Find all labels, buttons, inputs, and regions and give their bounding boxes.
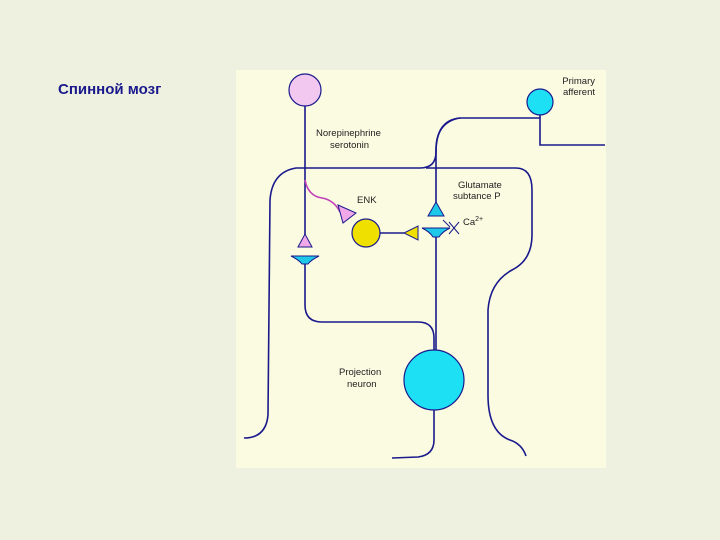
label-primary-2: afferent bbox=[563, 87, 595, 98]
norepinephrine-serotonin-neuron bbox=[288, 73, 322, 107]
calcium-block-2 bbox=[448, 221, 460, 235]
enk-neuron bbox=[351, 218, 381, 248]
label-norepinephrine: Norepinephrine bbox=[316, 128, 381, 139]
spinal-cord-outline-right bbox=[426, 167, 533, 457]
projection-neuron bbox=[403, 349, 465, 411]
label-enk: ENK bbox=[357, 195, 377, 206]
primary-afferent-neuron bbox=[526, 88, 554, 116]
descending-fiber-branch bbox=[304, 179, 341, 213]
norepinephrine-terminal-enk bbox=[337, 204, 357, 224]
label-substance-p: subtance P bbox=[453, 191, 501, 202]
label-projection: Projection bbox=[339, 367, 381, 378]
label-primary-1: Primary bbox=[562, 76, 595, 87]
glutamate-terminal bbox=[427, 200, 445, 217]
slide-title: Спинной мозг bbox=[58, 81, 162, 98]
label-serotonin: serotonin bbox=[330, 140, 369, 151]
label-calcium-symbol: Ca bbox=[463, 217, 476, 228]
norepinephrine-terminal-projection bbox=[297, 232, 313, 248]
left-postsynaptic-receptor bbox=[290, 255, 320, 265]
label-neuron: neuron bbox=[347, 379, 377, 390]
label-calcium-charge: 2+ bbox=[475, 216, 483, 223]
projection-dendrite bbox=[304, 264, 435, 352]
calcium-arrow bbox=[442, 219, 451, 228]
enk-terminal bbox=[402, 225, 419, 241]
right-postsynaptic-receptor bbox=[421, 227, 451, 238]
projection-axon bbox=[391, 410, 435, 459]
label-glutamate: Glutamate bbox=[458, 180, 502, 191]
label-calcium: Ca2+ bbox=[463, 216, 483, 228]
afferent-branch bbox=[435, 117, 461, 203]
